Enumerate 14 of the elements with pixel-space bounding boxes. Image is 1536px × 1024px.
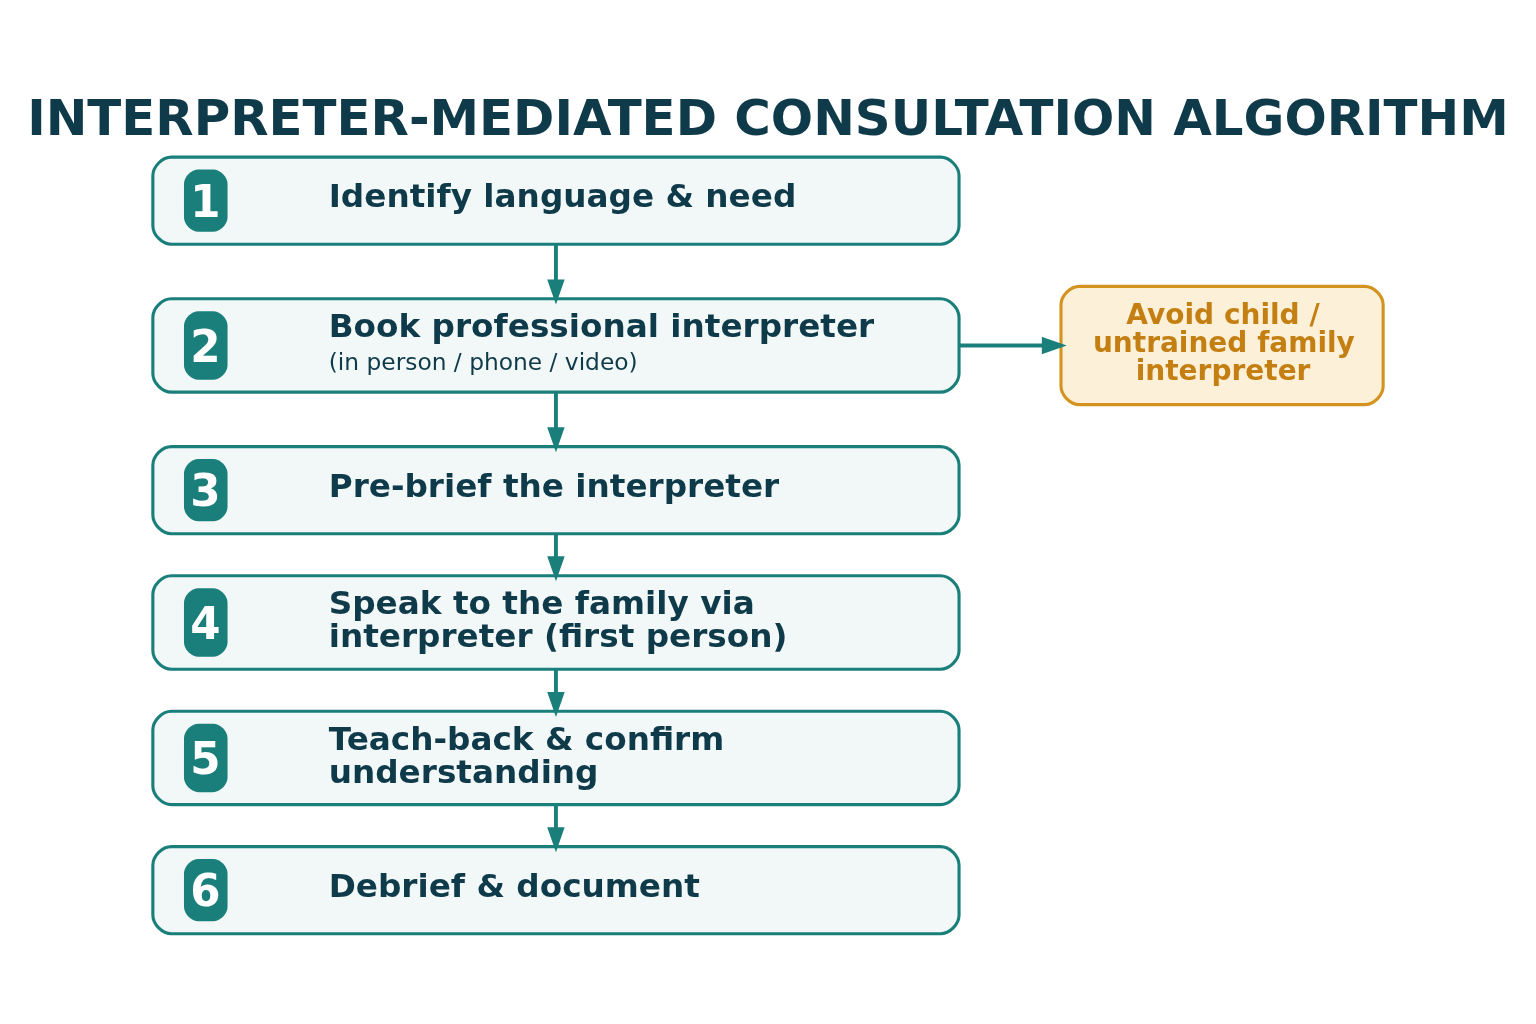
arrow [547, 669, 565, 718]
node-box: 1 Identify language & need [151, 155, 961, 246]
node-box: 6 Debrief & document [151, 845, 961, 936]
node-box: 3 Pre-brief the interpreter [151, 445, 961, 536]
arrow [959, 336, 1067, 355]
arrow [547, 804, 565, 853]
arrow [547, 244, 565, 305]
node-box: Avoid child / untrained family interpreter [1059, 284, 1385, 407]
node-box: 5 Teach-back & confirm understanding [151, 709, 961, 807]
node-box: 4 Speak to the family via interpreter (first person) [151, 574, 961, 671]
arrow [547, 392, 565, 453]
node-box: 2 Book professional interpreter (in person / phone / video) [151, 297, 961, 394]
arrow [547, 534, 565, 582]
diagram-title: INTERPRETER-MEDIATED CONSULTATION ALGORITHM [27, 88, 1509, 147]
